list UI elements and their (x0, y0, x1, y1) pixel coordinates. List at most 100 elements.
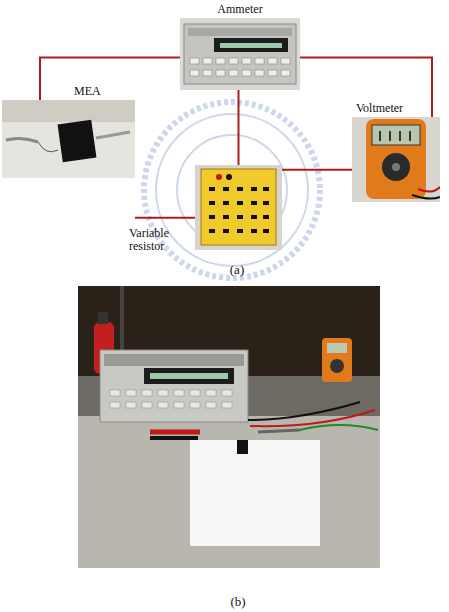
wire (238, 90, 239, 165)
instrument-node: Ammeter (180, 18, 300, 90)
photo-detail (195, 165, 282, 250)
photo-detail (330, 359, 344, 373)
photo-detail (251, 215, 257, 219)
photo-detail (222, 390, 232, 396)
photo-detail (382, 153, 410, 181)
photo-detail (209, 187, 215, 191)
wire-line (282, 169, 352, 171)
photo-detail (104, 354, 244, 366)
photo-detail (110, 390, 232, 408)
photo-detail (223, 187, 229, 191)
photo-detail (209, 215, 215, 219)
photo-detail (190, 58, 290, 76)
photo-detail (144, 102, 320, 278)
photo-detail (203, 70, 212, 76)
photo-detail (156, 114, 308, 266)
photo-detail (352, 117, 440, 202)
photo-detail (251, 229, 257, 233)
instrument-node: MEA (2, 100, 135, 178)
photo-detail (158, 390, 168, 396)
photo-detail (251, 187, 257, 191)
photo-detail (255, 58, 264, 64)
photo-detail (206, 390, 216, 396)
photo-detail (209, 229, 215, 233)
photo-detail (209, 201, 215, 205)
photo-detail (188, 28, 292, 36)
photo-detail (380, 131, 410, 141)
photo-detail (96, 132, 130, 138)
photo-detail (220, 43, 282, 48)
wire-line (135, 217, 195, 219)
photo-detail (222, 402, 232, 408)
photo-detail (180, 18, 300, 90)
photo-detail (158, 402, 168, 408)
watermark (144, 102, 320, 278)
photo-detail (237, 229, 243, 233)
photo-detail (258, 430, 300, 432)
photo-detail (190, 402, 200, 408)
resistor-box-photo (195, 165, 282, 250)
photo-detail (372, 125, 420, 145)
photo-detail (263, 215, 269, 219)
photo-detail (248, 402, 360, 420)
photo-detail (144, 368, 234, 384)
photo-detail (366, 119, 426, 199)
photo-detail (242, 70, 251, 76)
ammeter-photo (180, 18, 300, 90)
photo-detail (206, 402, 216, 408)
photo-detail (126, 390, 136, 396)
photo-detail (150, 373, 228, 379)
photo-detail (263, 201, 269, 205)
photo-detail (98, 312, 108, 324)
wire-line (300, 58, 432, 117)
photo-detail (174, 390, 184, 396)
photo-detail (184, 24, 296, 84)
photo-detail (237, 440, 248, 454)
instrument-label: Ammeter (217, 3, 262, 16)
photo-detail (190, 58, 199, 64)
panel-label: (b) (230, 594, 245, 609)
photo-detail (223, 215, 229, 219)
photo-detail (142, 390, 152, 396)
photo-detail (250, 410, 375, 426)
mea-photo (2, 100, 135, 178)
photo-detail (237, 201, 243, 205)
wire-line (40, 58, 180, 100)
photo-detail (281, 70, 290, 76)
photo-detail (203, 58, 212, 64)
photo-detail (58, 120, 97, 162)
photo-detail (380, 131, 410, 141)
photo-detail (201, 169, 276, 245)
photo-detail (281, 58, 290, 64)
setup-photo (78, 286, 380, 568)
photo-detail (6, 138, 38, 142)
photo-detail (226, 174, 232, 180)
wire (300, 58, 432, 117)
instrument-label: Variable resistor (129, 227, 191, 253)
photo-detail (177, 135, 287, 245)
instrument-node: Voltmeter (352, 117, 440, 202)
photo-detail (268, 58, 277, 64)
photo-detail (229, 58, 238, 64)
photo-detail (150, 436, 198, 440)
photo-detail (150, 430, 200, 435)
photo-detail (322, 338, 352, 382)
photo-detail (216, 70, 225, 76)
photo-detail (300, 425, 378, 430)
photo-detail (268, 70, 277, 76)
photo-detail (142, 402, 152, 408)
wire (135, 217, 195, 218)
photo-detail (229, 70, 238, 76)
photo-detail (110, 402, 120, 408)
photo-detail (2, 100, 135, 178)
voltmeter-photo (352, 117, 440, 202)
photo-detail (209, 187, 269, 233)
photo-detail (216, 58, 225, 64)
photo-detail (237, 187, 243, 191)
instrument-label: Voltmeter (356, 102, 403, 115)
photo-detail (126, 402, 136, 408)
photo-detail (110, 390, 120, 396)
photo-detail (2, 100, 135, 122)
